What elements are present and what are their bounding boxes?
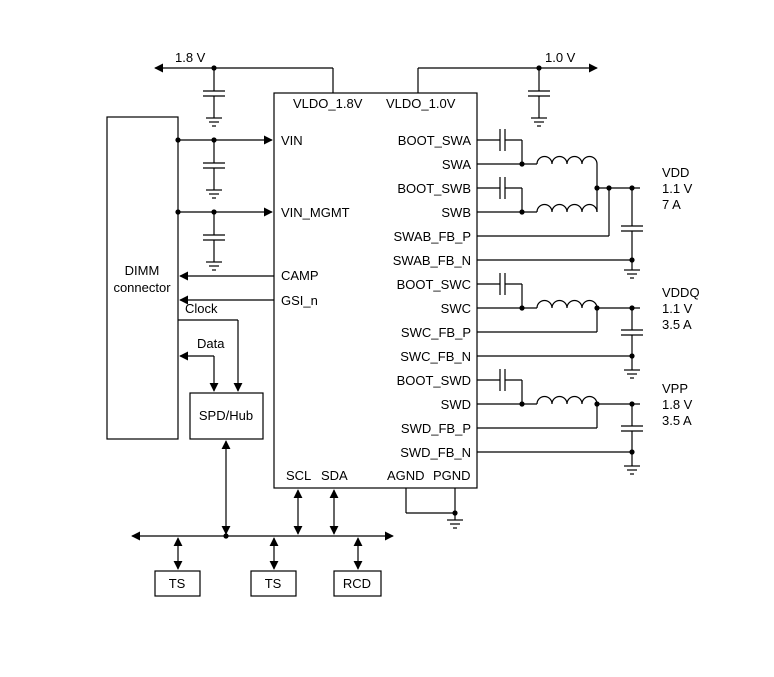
rail-1v8-label: 1.8 V	[175, 50, 206, 65]
pin-swc-fb-p: SWC_FB_P	[401, 325, 471, 340]
pin-pgnd: PGND	[433, 468, 471, 483]
pin-vin: VIN	[281, 133, 303, 148]
pin-swab-fb-n: SWAB_FB_N	[393, 253, 471, 268]
pin-swb: SWB	[441, 205, 471, 220]
pmic-block	[273, 92, 478, 489]
ts-label-2: TS	[265, 576, 282, 591]
pin-vin-mgmt: VIN_MGMT	[281, 205, 350, 220]
pin-gsi: GSI_n	[281, 293, 318, 308]
pin-swd-fb-n: SWD_FB_N	[400, 445, 471, 460]
pin-sda: SDA	[321, 468, 348, 483]
pin-agnd: AGND	[387, 468, 425, 483]
rail-1v0-label: 1.0 V	[545, 50, 576, 65]
clock-label: Clock	[185, 301, 218, 316]
ts-label-1: TS	[169, 576, 186, 591]
pin-boot-swa: BOOT_SWA	[398, 133, 472, 148]
pin-vldo18: VLDO_1.8V	[293, 96, 363, 111]
data-label: Data	[197, 336, 225, 351]
rcd-block	[333, 570, 382, 597]
vdd-current: 7 A	[662, 197, 681, 212]
pin-vldo10: VLDO_1.0V	[386, 96, 456, 111]
pin-boot-swb: BOOT_SWB	[397, 181, 471, 196]
pin-swab-fb-p: SWAB_FB_P	[393, 229, 471, 244]
vddq-current: 3.5 A	[662, 317, 692, 332]
pin-camp: CAMP	[281, 268, 319, 283]
pin-swd-fb-p: SWD_FB_P	[401, 421, 471, 436]
pin-swc: SWC	[441, 301, 471, 316]
spd-hub-block	[189, 392, 264, 440]
dimm-label-line1: DIMM	[125, 263, 160, 278]
ts-block-2	[250, 570, 297, 597]
pin-swd: SWD	[441, 397, 471, 412]
pin-swa: SWA	[442, 157, 471, 172]
pin-swc-fb-n: SWC_FB_N	[400, 349, 471, 364]
vpp-voltage: 1.8 V	[662, 397, 693, 412]
dimm-label-line2: connector	[113, 280, 171, 295]
pin-boot-swd: BOOT_SWD	[397, 373, 471, 388]
vddq-name: VDDQ	[662, 285, 700, 300]
vdd-voltage: 1.1 V	[662, 181, 693, 196]
vddq-voltage: 1.1 V	[662, 301, 693, 316]
vdd-name: VDD	[662, 165, 689, 180]
vpp-name: VPP	[662, 381, 688, 396]
ts-block-1	[154, 570, 201, 597]
pin-boot-swc: BOOT_SWC	[397, 277, 471, 292]
vpp-current: 3.5 A	[662, 413, 692, 428]
spd-hub-label: SPD/Hub	[199, 408, 253, 423]
dimm-connector-block	[106, 116, 179, 440]
pin-scl: SCL	[286, 468, 311, 483]
rcd-label: RCD	[343, 576, 371, 591]
